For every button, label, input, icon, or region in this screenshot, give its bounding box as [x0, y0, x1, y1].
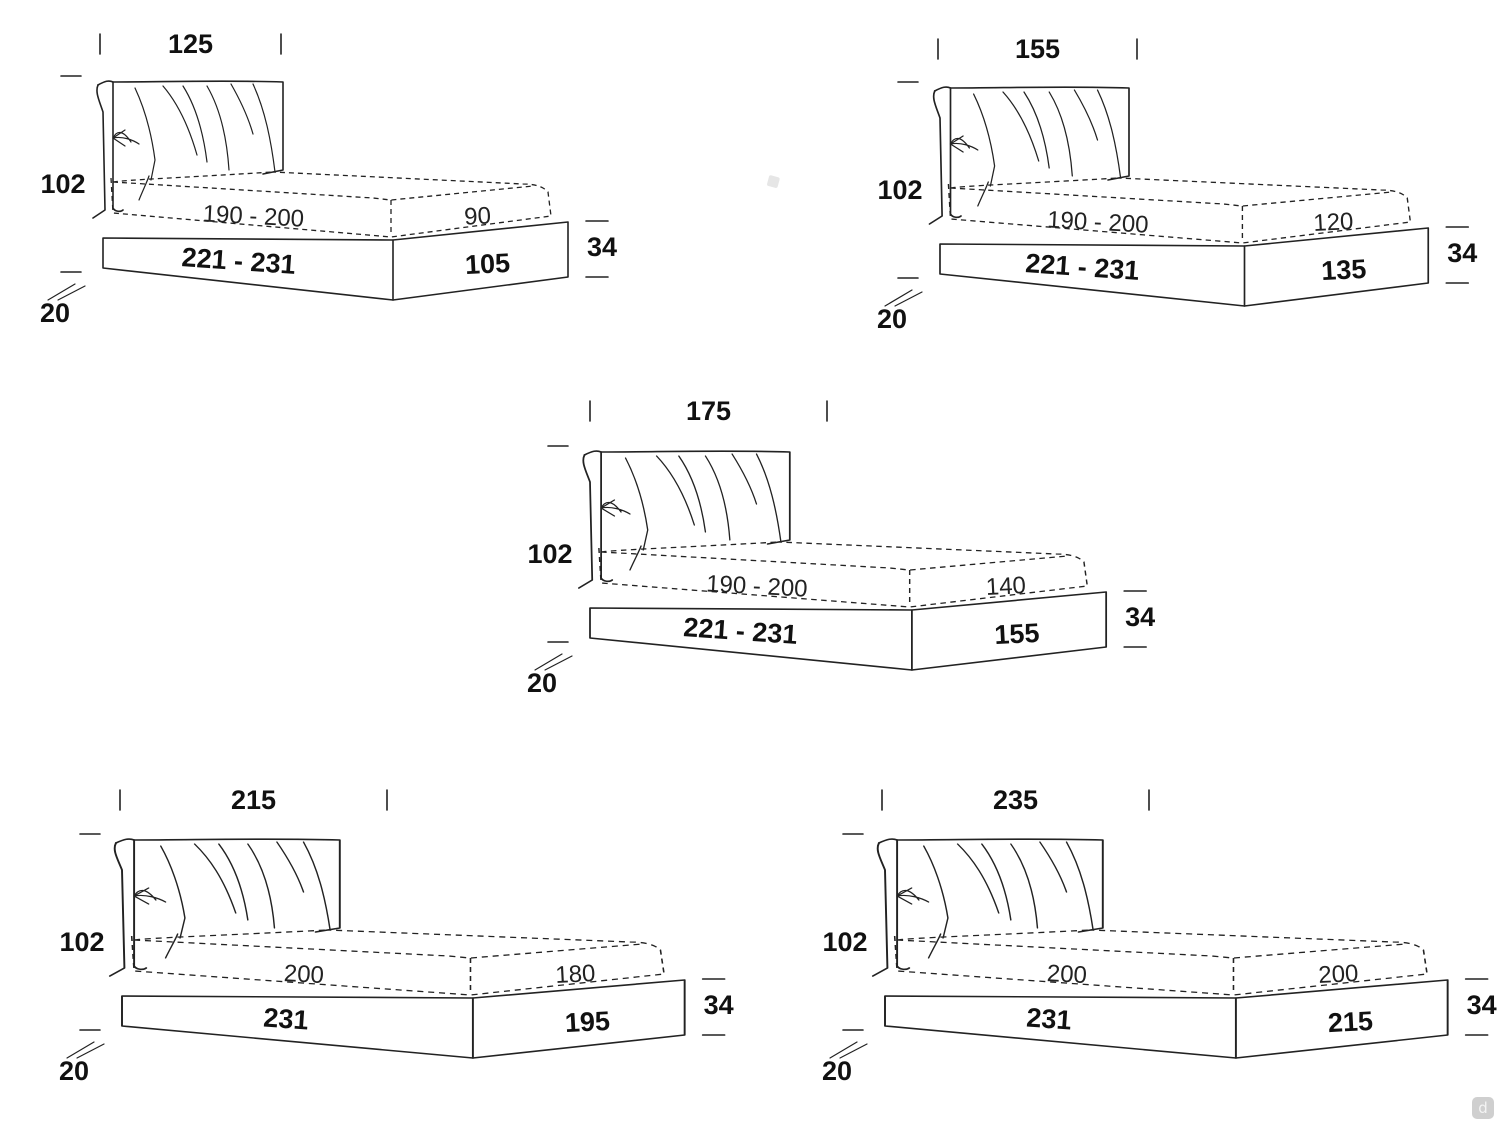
mattress-length-label: 190 - 200: [706, 570, 809, 602]
base-height-label: 34: [704, 990, 734, 1020]
d-logo-icon: d: [1472, 1097, 1494, 1119]
total-width-label: 175: [686, 396, 731, 426]
base-width-label: 135: [1320, 254, 1367, 286]
clearance-slash-2: [894, 291, 923, 307]
clearance-slash-2: [57, 285, 86, 301]
base-width-label: 105: [464, 248, 511, 280]
mattress-length-label: 200: [1046, 960, 1087, 989]
faint-diamond-mark: [767, 175, 780, 188]
clearance-label: 20: [40, 298, 70, 328]
total-width-label: 125: [168, 29, 213, 59]
mattress-length-label: 200: [283, 960, 324, 989]
mattress-length-label: 190 - 200: [1047, 206, 1150, 238]
headboard-height-label: 102: [822, 927, 867, 957]
headboard-height-label: 102: [527, 539, 572, 569]
clearance-label: 20: [822, 1056, 852, 1086]
headboard-height-label: 102: [59, 927, 104, 957]
headboard-height-label: 102: [40, 169, 85, 199]
mattress-width-label: 120: [1313, 208, 1354, 237]
mattress-width-label: 180: [555, 960, 596, 989]
headboard-height-label: 102: [877, 175, 922, 205]
mattress-width-label: 90: [464, 202, 492, 230]
clearance-label: 20: [59, 1056, 89, 1086]
clearance-slash-1: [47, 283, 76, 301]
base-width-label: 155: [994, 618, 1041, 650]
base-height-label: 34: [1467, 990, 1497, 1020]
clearance-slash-1: [884, 289, 913, 307]
bed-drawing-bed-215: 215 102 20 200 180 231 195 34: [59, 785, 734, 1086]
base-height-label: 34: [1447, 238, 1477, 268]
bed-drawing-bed-235: 235 102 20 200 200 231 215 34: [822, 785, 1497, 1086]
base-height-label: 34: [587, 232, 617, 262]
base-width-label: 215: [1327, 1006, 1374, 1038]
base-width-label: 195: [564, 1006, 611, 1038]
total-width-label: 215: [231, 785, 276, 815]
base-height-label: 34: [1125, 602, 1155, 632]
mattress-width-label: 200: [1318, 960, 1359, 989]
clearance-label: 20: [527, 668, 557, 698]
clearance-slash-1: [534, 653, 563, 671]
base-length-label: 231: [1025, 1002, 1072, 1035]
mattress-length-label: 190 - 200: [202, 200, 305, 232]
clearance-slash-2: [544, 655, 573, 671]
total-width-label: 155: [1015, 34, 1060, 64]
clearance-slash-2: [76, 1043, 105, 1059]
clearance-slash-1: [66, 1041, 95, 1059]
clearance-label: 20: [877, 304, 907, 334]
total-width-label: 235: [993, 785, 1038, 815]
clearance-slash-1: [829, 1041, 858, 1059]
clearance-slash-2: [839, 1043, 868, 1059]
base-length-label: 231: [262, 1002, 309, 1035]
mattress-width-label: 140: [985, 572, 1026, 601]
